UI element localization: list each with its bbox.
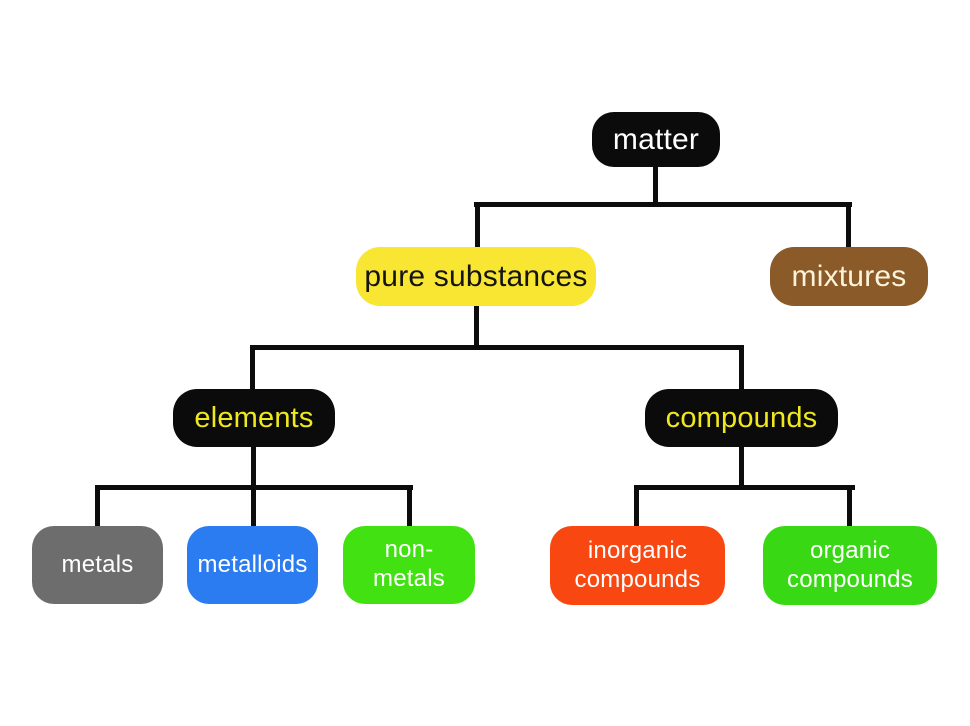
edge-elements-stem (251, 445, 256, 488)
edge-organic-compounds-drop (847, 485, 852, 529)
node-organic-compounds: organic compounds (763, 526, 937, 605)
node-inorganic-compounds-label: inorganic compounds (574, 536, 701, 593)
edge-pure-substances-drop (475, 202, 480, 250)
edge-pure-substances-stem (474, 303, 479, 348)
node-organic-compounds-label: organic compounds (787, 536, 913, 593)
node-elements-label: elements (194, 401, 314, 434)
node-matter-label: matter (612, 122, 700, 156)
edge-metals-drop (95, 485, 100, 529)
edge-compounds-children-bar (634, 485, 855, 490)
edge-non-metals-drop (407, 485, 412, 529)
edge-elements-drop (250, 345, 255, 392)
node-compounds-label: compounds (665, 401, 818, 434)
node-inorganic-compounds: inorganic compounds (550, 526, 725, 605)
node-matter: matter (592, 112, 720, 167)
edge-matter-stem (653, 165, 658, 205)
node-metalloids-label: metalloids (197, 550, 308, 578)
node-non-metals-label: non-metals (373, 536, 445, 592)
node-elements: elements (173, 389, 335, 447)
node-pure-substances-label: pure substances (364, 259, 588, 293)
edge-compounds-stem (739, 445, 744, 488)
node-mixtures-label: mixtures (791, 259, 907, 293)
node-metals: metals (32, 526, 163, 604)
edge-inorganic-compounds-drop (634, 485, 639, 529)
node-compounds: compounds (645, 389, 838, 447)
node-mixtures: mixtures (770, 247, 928, 306)
node-pure-substances: pure substances (356, 247, 596, 306)
node-metals-label: metals (61, 550, 134, 578)
edge-metalloids-drop (251, 485, 256, 529)
node-metalloids: metalloids (187, 526, 318, 604)
edge-level1-bar (474, 202, 852, 207)
node-non-metals: non-metals (343, 526, 475, 604)
edge-level2-bar (250, 345, 744, 350)
edge-mixtures-drop (846, 202, 851, 250)
edge-compounds-drop (739, 345, 744, 392)
